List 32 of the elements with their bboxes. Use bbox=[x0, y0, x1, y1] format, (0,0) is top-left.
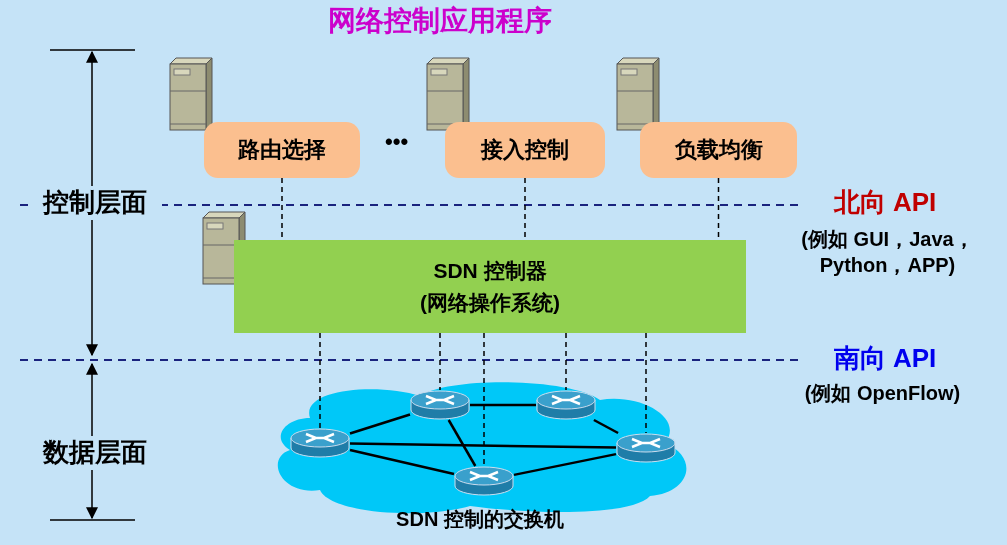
router-icon bbox=[454, 466, 514, 496]
router-icon bbox=[536, 390, 596, 420]
controller-label: SDN 控制器 (网络操作系统) bbox=[419, 257, 561, 316]
application-box bbox=[204, 122, 360, 178]
application-box bbox=[640, 122, 797, 178]
application-label: 负载均衡 bbox=[674, 136, 763, 164]
network-link bbox=[349, 442, 617, 449]
dashed-connector bbox=[483, 332, 485, 467]
network-link bbox=[513, 452, 617, 477]
network-link bbox=[349, 413, 411, 435]
network-link bbox=[349, 448, 455, 476]
dashed-connector bbox=[439, 332, 441, 391]
network-link bbox=[447, 419, 477, 467]
dashed-connector bbox=[319, 332, 321, 429]
ellipsis-mark: ••• bbox=[385, 128, 410, 156]
api-label: 北向 API bbox=[832, 186, 938, 219]
application-label: 接入控制 bbox=[481, 136, 569, 164]
network-caption: SDN 控制的交换机 bbox=[395, 507, 565, 532]
router-icon bbox=[616, 433, 676, 463]
diagram-title: 网络控制应用程序 bbox=[327, 4, 553, 38]
api-label: 南向 API bbox=[832, 342, 938, 375]
network-link bbox=[470, 403, 536, 407]
application-box bbox=[445, 122, 605, 178]
api-examples: (例如 GUI，Java，Python，APP) bbox=[800, 227, 975, 278]
controller-box bbox=[234, 240, 746, 333]
router-icon bbox=[410, 390, 470, 420]
api-examples: (例如 OpenFlow) bbox=[803, 381, 962, 406]
application-label: 路由选择 bbox=[238, 136, 326, 164]
router-icon bbox=[290, 428, 350, 458]
dashed-connector bbox=[565, 332, 567, 391]
network-link bbox=[593, 418, 619, 435]
dashed-connector bbox=[645, 332, 647, 434]
